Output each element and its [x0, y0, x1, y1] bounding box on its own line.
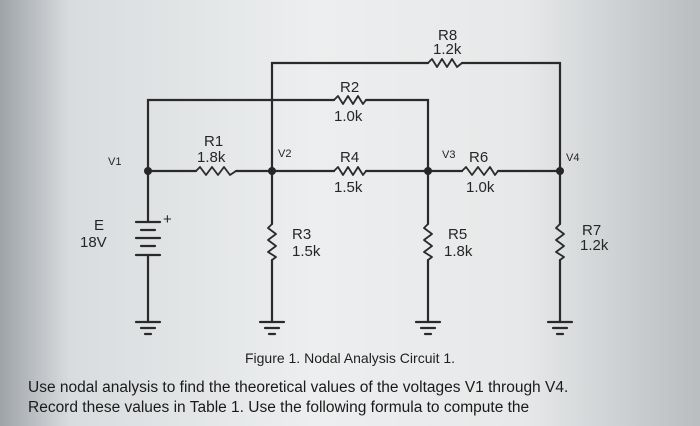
r3-value: 1.5k — [292, 243, 321, 260]
r5-name: R5 — [448, 226, 467, 243]
r4-name: R4 — [340, 149, 359, 166]
node-label-v1: V1 — [108, 156, 121, 168]
resistor-r5 — [423, 223, 433, 261]
r1-name: R1 — [204, 133, 223, 150]
ground-symbol-2 — [258, 320, 286, 336]
r2-name: R2 — [340, 79, 359, 96]
source-value: 18V — [80, 234, 107, 251]
node-dot-v3 — [424, 167, 432, 175]
instruction-line-1: Use nodal analysis to find the theoretic… — [28, 379, 569, 396]
r7-value: 1.2k — [580, 237, 609, 254]
wire-r8-v4 — [460, 61, 562, 173]
instruction-line-2: Record these values in Table 1. Use the … — [28, 399, 530, 416]
r2-value: 1.0k — [334, 108, 363, 125]
wires — [146, 61, 562, 324]
node-label-v4: V4 — [566, 152, 579, 164]
figure-caption: Figure 1. Nodal Analysis Circuit 1. — [244, 350, 456, 366]
source-name: E — [94, 217, 104, 234]
r1-value: 1.8k — [197, 149, 226, 166]
node-dot-v2 — [268, 167, 276, 175]
resistor-r1 — [195, 166, 237, 176]
r8-value: 1.2k — [433, 41, 462, 58]
ground-symbol-4 — [546, 320, 574, 336]
wire-v1-r2 — [146, 98, 336, 173]
r5-value: 1.8k — [444, 243, 473, 260]
r7-name: R7 — [582, 222, 601, 239]
node-label-v2: V2 — [278, 148, 291, 160]
node-label-v3: V3 — [442, 149, 455, 161]
resistor-r6 — [461, 166, 499, 176]
r6-value: 1.0k — [466, 179, 495, 196]
resistor-r2 — [333, 95, 367, 105]
ground-symbol-1 — [134, 320, 162, 336]
source-plus-sign: + — [163, 211, 172, 228]
ground-symbol-3 — [414, 320, 442, 336]
r6-name: R6 — [469, 149, 488, 166]
node-dot-v1 — [144, 167, 152, 175]
node-dot-v4 — [556, 167, 564, 175]
resistor-r3 — [267, 223, 277, 261]
resistor-r7 — [555, 223, 565, 261]
wire-r2-v3 — [364, 98, 430, 173]
r8-name: R8 — [438, 27, 457, 44]
resistor-r8 — [427, 58, 463, 68]
wire-v2-r8 — [270, 61, 430, 173]
battery-source — [134, 220, 162, 257]
r4-value: 1.5k — [334, 179, 363, 196]
resistor-r4 — [333, 166, 367, 176]
r3-name: R3 — [292, 226, 311, 243]
